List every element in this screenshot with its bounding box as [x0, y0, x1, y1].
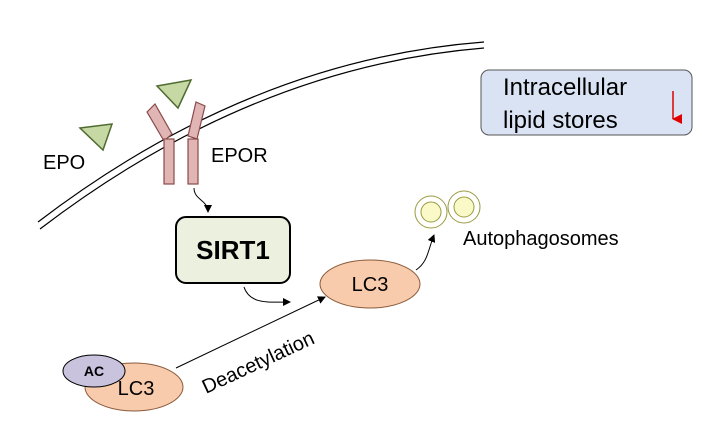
arrow-sirt1-to-lc3	[243, 286, 291, 307]
autophagosome-vesicles	[414, 190, 481, 229]
lipid-stores-box	[480, 69, 693, 136]
cell-membrane	[37, 41, 485, 230]
deacetylation-arrow	[175, 296, 326, 369]
lc3-bottom-label: LC3	[118, 378, 155, 400]
epo-label: EPO	[43, 152, 85, 174]
ac-label: AC	[84, 363, 104, 379]
lipid-stores-line2: lipid stores	[503, 107, 618, 134]
epor-label: EPOR	[211, 145, 268, 167]
sirt1-box	[175, 216, 291, 284]
arrow-lc3-to-autophagosomes	[415, 234, 436, 271]
lc3-deacetylated	[319, 259, 421, 309]
epor-receptor	[146, 101, 206, 185]
epo-ligand	[78, 123, 114, 152]
lipid-stores-line1: Intracellular	[503, 74, 627, 101]
deacetylation-label: Deacetylation	[199, 327, 318, 398]
acetyl-group	[62, 354, 126, 388]
sirt1-label: SIRT1	[196, 235, 270, 265]
lc3-top-label: LC3	[352, 274, 389, 296]
epo-ligand-bound	[155, 79, 193, 110]
arrow-epor-to-sirt1	[193, 187, 212, 213]
autophagosomes-label: Autophagosomes	[463, 228, 619, 250]
